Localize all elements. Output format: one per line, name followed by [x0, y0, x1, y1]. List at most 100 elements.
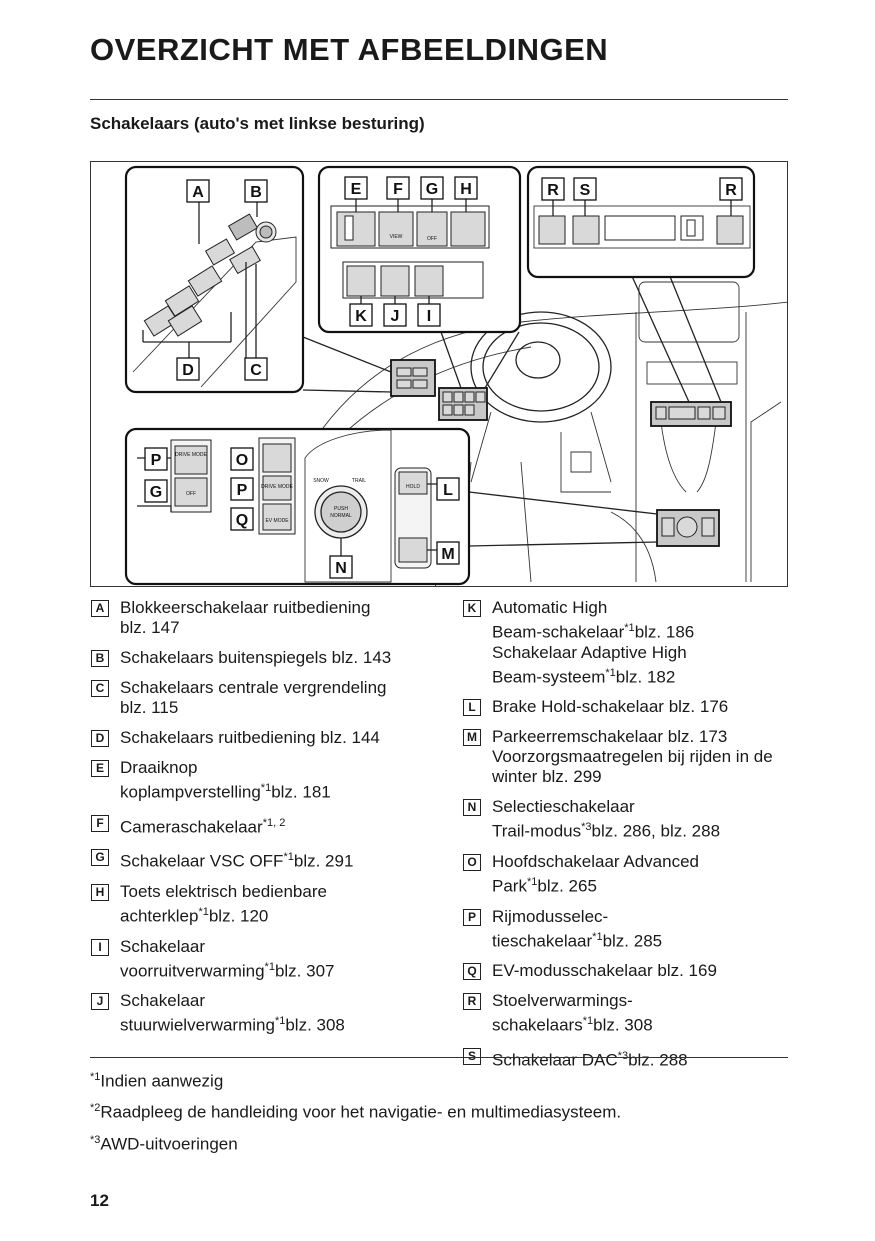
svg-text:K: K	[355, 308, 367, 325]
legend-key: D	[91, 730, 109, 747]
inset-center-panel	[526, 165, 756, 279]
svg-text:C: C	[250, 362, 262, 379]
legend-key: P	[463, 908, 481, 926]
legend-key: M	[463, 729, 481, 747]
svg-text:H: H	[460, 181, 472, 198]
legend-key: E	[91, 760, 109, 777]
legend-item-k: K Automatic High Beam-schakelaar*1blz. 1…	[462, 598, 792, 687]
svg-text:F: F	[393, 181, 403, 198]
callout-P-left: P	[144, 447, 168, 471]
scene-console	[656, 509, 720, 547]
footnote-1: *1Indien aanwezig	[90, 1071, 224, 1091]
legend-text: EV-modusschakelaar blz. 169	[492, 961, 717, 981]
inset-dash-switches: VIEW OFF	[317, 165, 522, 334]
callout-F: F	[386, 176, 410, 200]
legend-key: H	[91, 883, 109, 901]
svg-text:N: N	[335, 560, 347, 577]
legend-key: S	[463, 1047, 481, 1065]
legend-item-r: R Stoelverwarmings- schakelaars*1blz. 30…	[462, 991, 792, 1036]
legend-text: Brake Hold-schakelaar blz. 176	[492, 697, 729, 717]
svg-text:B: B	[250, 184, 262, 201]
scene-dash-switch	[438, 387, 488, 421]
legend-key: F	[91, 814, 109, 832]
legend-key: O	[463, 853, 481, 871]
page-title: OVERZICHT MET AFBEELDINGEN	[90, 32, 609, 67]
svg-text:P: P	[237, 482, 248, 499]
trail-label: TRAIL	[352, 478, 366, 484]
svg-text:R: R	[547, 182, 559, 199]
legend-item-p: P Rijmodusselec- tieschakelaar*1blz. 285	[462, 907, 792, 952]
page-number: 12	[90, 1191, 109, 1210]
legend-left: A Blokkeerschakelaar ruitbediening blz. …	[90, 598, 450, 1046]
scene-door-switch	[390, 359, 436, 397]
legend-item-o: O Hoofdschakelaar Advanced Park*1blz. 26…	[462, 852, 792, 897]
off-label-2: OFF	[186, 491, 196, 497]
callout-J: J	[383, 303, 407, 327]
legend-key: L	[463, 699, 481, 717]
svg-text:Q: Q	[236, 512, 248, 529]
legend-text: Schakelaars centrale vergrendeling blz. …	[120, 678, 387, 717]
legend-item-d: D Schakelaars ruitbediening blz. 144	[90, 728, 450, 748]
svg-text:G: G	[150, 484, 162, 501]
ev-mode-label: EV MODE	[265, 518, 289, 524]
svg-text:G: G	[426, 181, 438, 198]
callout-L: L	[436, 477, 460, 501]
svg-text:S: S	[580, 182, 591, 199]
legend-text: Draaiknop koplampverstelling*1blz. 181	[120, 758, 331, 802]
svg-text:J: J	[391, 308, 400, 325]
view-label: VIEW	[390, 234, 403, 240]
legend-text: Selectieschakelaar Trail-modus*3blz. 286…	[492, 797, 721, 841]
callout-A: A	[186, 179, 210, 203]
legend-key: Q	[463, 963, 481, 981]
callout-C: C	[244, 357, 268, 381]
svg-text:M: M	[441, 546, 454, 563]
callout-I: I	[417, 303, 441, 327]
legend-key: N	[463, 799, 481, 817]
svg-text:R: R	[725, 182, 737, 199]
legend-right: K Automatic High Beam-schakelaar*1blz. 1…	[462, 598, 792, 1081]
illustration-svg: .ln { fill: none; stroke: #222; stroke-w…	[124, 165, 787, 586]
legend-text: Blokkeerschakelaar ruitbediening blz. 14…	[120, 598, 371, 637]
callout-G-top: G	[420, 176, 444, 200]
callout-E: E	[344, 176, 368, 200]
legend-item-s: S Schakelaar DAC*3blz. 288	[462, 1046, 792, 1071]
legend-key: I	[91, 938, 109, 956]
hold-label: HOLD	[406, 484, 420, 490]
drive-mode-label-1: DRIVE MODE	[175, 452, 207, 458]
legend-text: Schakelaar stuurwielverwarming*1blz. 308	[120, 991, 345, 1035]
section-title: Schakelaars (auto's met linkse besturing…	[90, 114, 425, 133]
callout-M: M	[436, 541, 460, 565]
footnote-3: *3AWD-uitvoeringen	[90, 1134, 238, 1154]
footnote-rule	[90, 1057, 788, 1058]
legend-key: K	[463, 600, 481, 617]
callout-P-right: P	[230, 477, 254, 501]
legend-item-q: Q EV-modusschakelaar blz. 169	[462, 961, 792, 981]
svg-text:I: I	[427, 308, 431, 325]
snow-label: SNOW	[313, 478, 329, 484]
legend-item-j: J Schakelaar stuurwielverwarming*1blz. 3…	[90, 991, 450, 1036]
legend-item-c: C Schakelaars centrale vergrendeling blz…	[90, 678, 450, 718]
legend-item-b: B Schakelaars buitenspiegels blz. 143	[90, 648, 450, 668]
legend-item-n: N Selectieschakelaar Trail-modus*3blz. 2…	[462, 797, 792, 842]
legend-text: Rijmodusselec- tieschakelaar*1blz. 285	[492, 906, 663, 951]
legend-key: R	[463, 993, 481, 1011]
legend-text: Cameraschakelaar*1, 2	[120, 816, 286, 837]
vsc-off-label: OFF	[427, 236, 437, 242]
interior-lineart	[300, 281, 787, 586]
legend-item-e: E Draaiknop koplampverstelling*1blz. 181	[90, 758, 450, 803]
svg-text:O: O	[236, 452, 248, 469]
legend-text: Parkeerremschakelaar blz. 173 Voorzorgsm…	[492, 727, 773, 787]
inset-console-switches: DRIVE MODE OFF DRIVE MODE EV MODE SNOW T…	[124, 427, 471, 586]
legend-text: Schakelaar VSC OFF*1blz. 291	[120, 851, 354, 871]
legend-text: Schakelaars buitenspiegels blz. 143	[120, 648, 392, 667]
callout-S: S	[573, 177, 597, 201]
scene-center-panel	[650, 401, 732, 427]
callout-H: H	[454, 176, 478, 200]
legend-text: Schakelaars ruitbediening blz. 144	[120, 728, 380, 747]
callout-Q: Q	[230, 507, 254, 531]
switches-illustration: .ln { fill: none; stroke: #222; stroke-w…	[90, 161, 788, 587]
callout-O: O	[230, 447, 254, 471]
legend-item-h: H Toets elektrisch bedienbare achterklep…	[90, 882, 450, 927]
legend-key: C	[91, 680, 109, 697]
callout-B: B	[244, 179, 268, 203]
